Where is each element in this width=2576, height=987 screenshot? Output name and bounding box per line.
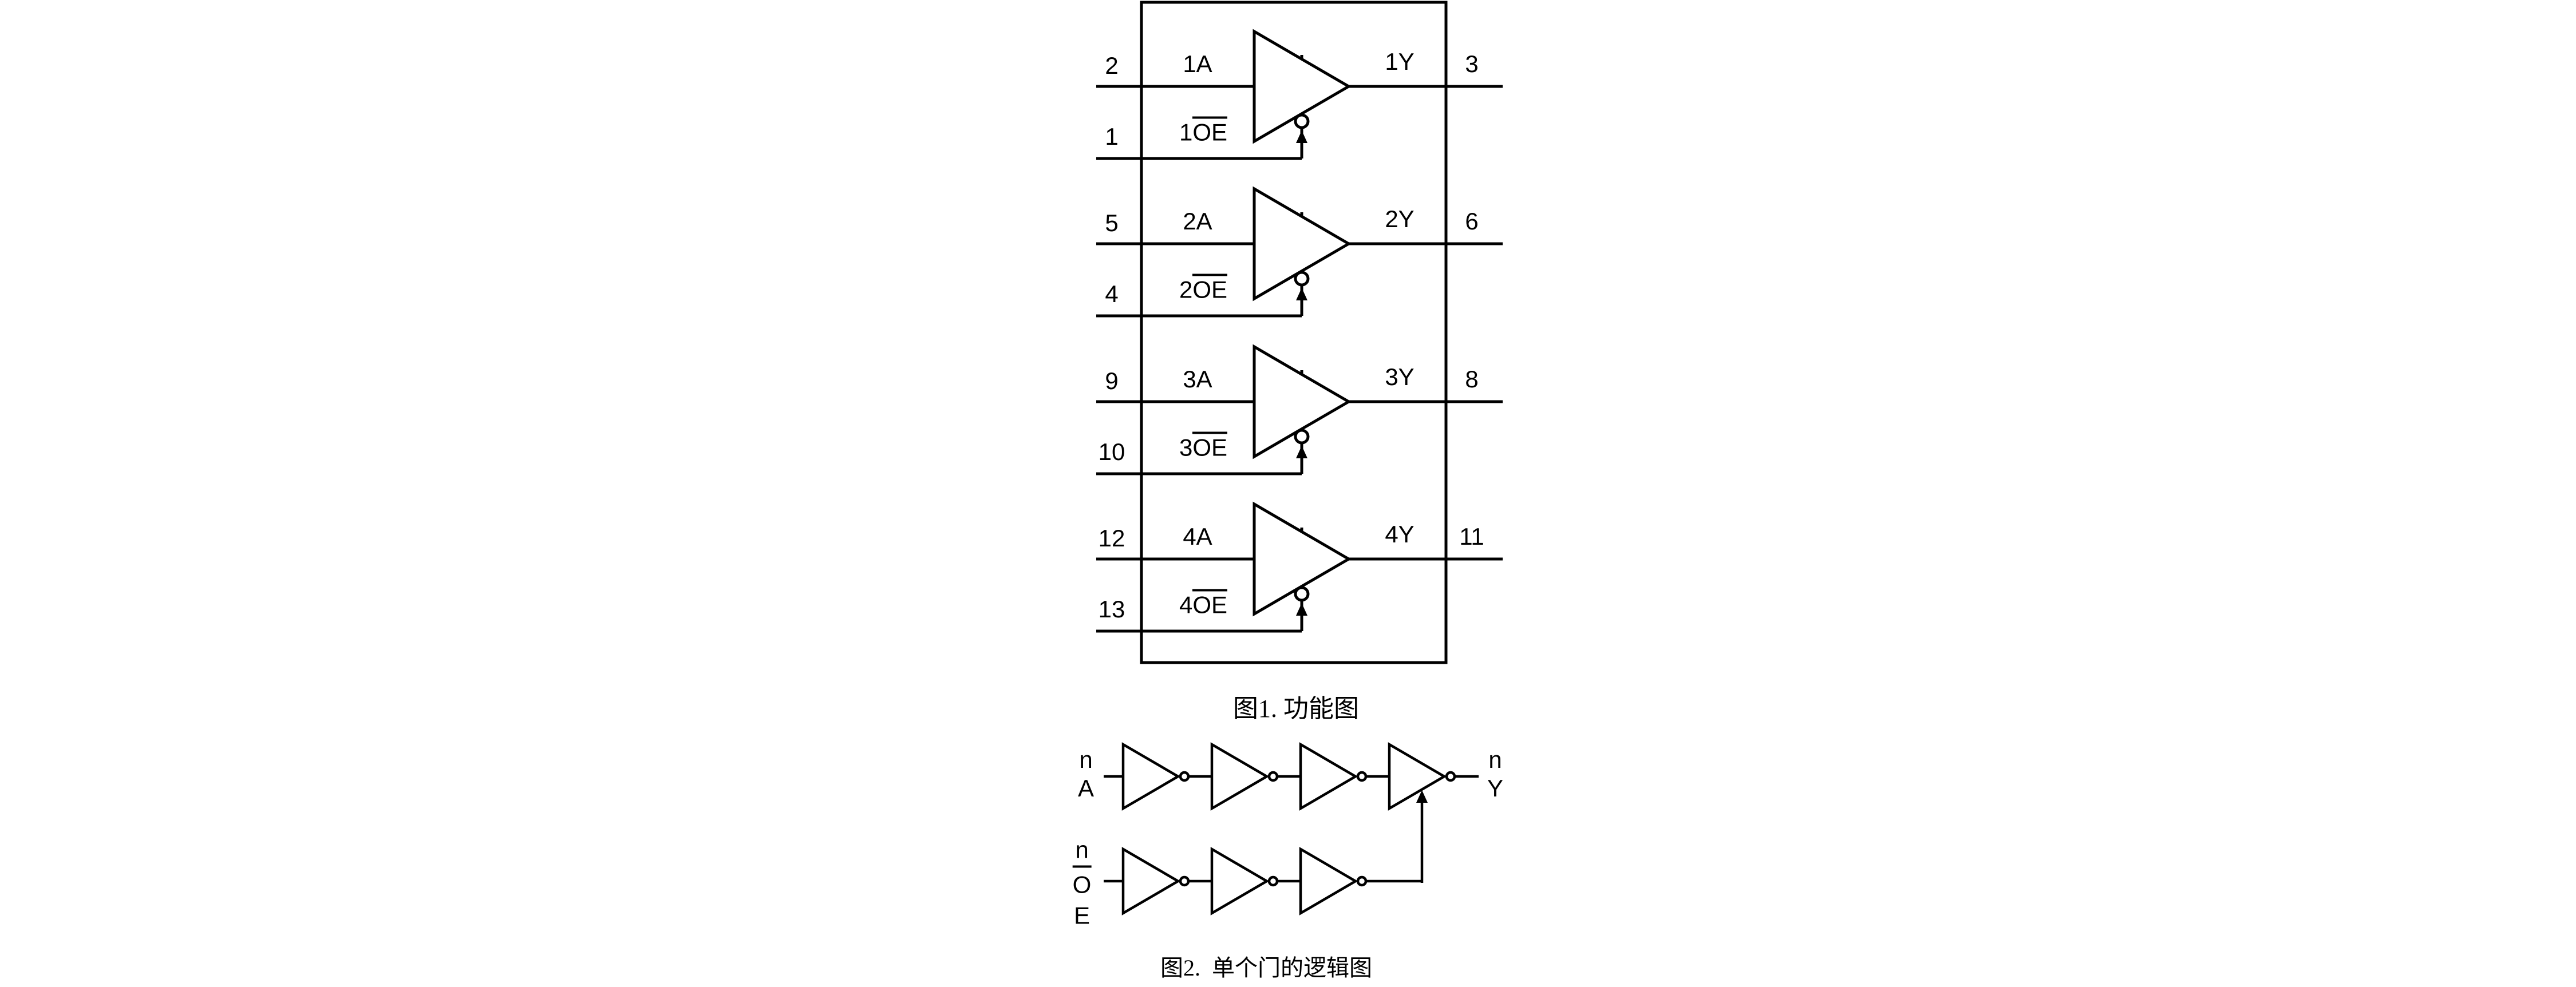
gate-input-label: 2A <box>1183 208 1212 235</box>
fig2-enable-line1: n <box>1075 836 1089 863</box>
fig2-input-line2: A <box>1077 775 1095 802</box>
fig2-bottom-inverter-2 <box>1212 849 1277 913</box>
fig2-enable-label: n O E <box>1072 835 1092 931</box>
gate-oe-label: 4OE <box>1179 589 1228 619</box>
gate-oe-label: 1OE <box>1179 116 1228 146</box>
fig2-bottom-inverter-3 <box>1301 849 1366 913</box>
fig2-enable-arrowhead-icon <box>1416 790 1428 803</box>
fig2-output-line2: Y <box>1487 775 1504 802</box>
gate-input-label: 3A <box>1183 366 1212 393</box>
pin-number-right: 3 <box>1465 50 1479 77</box>
oe-prefix: 1 <box>1179 118 1193 146</box>
fig2-top-inverter-3 <box>1301 744 1366 808</box>
gate-output-label: 1Y <box>1385 48 1415 75</box>
pin-number-left: 2 <box>1105 52 1119 79</box>
pin-number-left: 13 <box>1098 596 1125 623</box>
fig2-output-label: n Y <box>1487 746 1503 803</box>
fig2-output-line1: n <box>1488 746 1502 773</box>
oe-overlined-text: OE <box>1192 431 1228 460</box>
gate-output-label: 2Y <box>1385 205 1415 232</box>
figure2-caption: 图2. 单个门的逻辑图 <box>1160 955 1372 981</box>
oe-overlined-text: OE <box>1192 116 1228 145</box>
fig2-top-inverter-2 <box>1212 744 1277 808</box>
pin-number-left: 1 <box>1105 123 1119 150</box>
figure1-caption: 图1. 功能图 <box>1233 695 1359 723</box>
fig2-input-label: n A <box>1078 746 1094 803</box>
gate-output-label: 4Y <box>1385 521 1415 548</box>
pin-number-right: 11 <box>1459 523 1484 550</box>
gate-input-label: 1A <box>1183 50 1212 77</box>
gate-oe-label: 2OE <box>1179 273 1228 303</box>
gate-output-label: 3Y <box>1385 363 1415 390</box>
pin-number-right: 6 <box>1465 208 1479 235</box>
fig2-enable-overlined-text: O <box>1072 865 1092 901</box>
oe-prefix: 4 <box>1179 591 1193 619</box>
oe-overlined-text: OE <box>1192 273 1228 302</box>
pin-number-left: 12 <box>1098 525 1125 552</box>
pin-number-left: 4 <box>1105 280 1119 307</box>
pin-number-left: 9 <box>1105 367 1119 394</box>
fig2-enable-line2: O <box>1072 865 1092 901</box>
pin-number-left: 5 <box>1105 209 1119 236</box>
fig2-top-inverter-1 <box>1123 744 1188 808</box>
oe-prefix: 3 <box>1179 434 1193 461</box>
oe-overlined-text: OE <box>1192 589 1228 617</box>
gate-oe-label: 3OE <box>1179 431 1228 461</box>
pin-number-right: 8 <box>1465 366 1479 393</box>
fig2-enable-line3: E <box>1073 902 1091 929</box>
pin-number-left: 10 <box>1098 438 1125 465</box>
oe-prefix: 2 <box>1179 276 1193 303</box>
fig2-bottom-inverter-1 <box>1123 849 1188 913</box>
gate-input-label: 4A <box>1183 523 1212 550</box>
fig2-input-line1: n <box>1079 746 1093 773</box>
